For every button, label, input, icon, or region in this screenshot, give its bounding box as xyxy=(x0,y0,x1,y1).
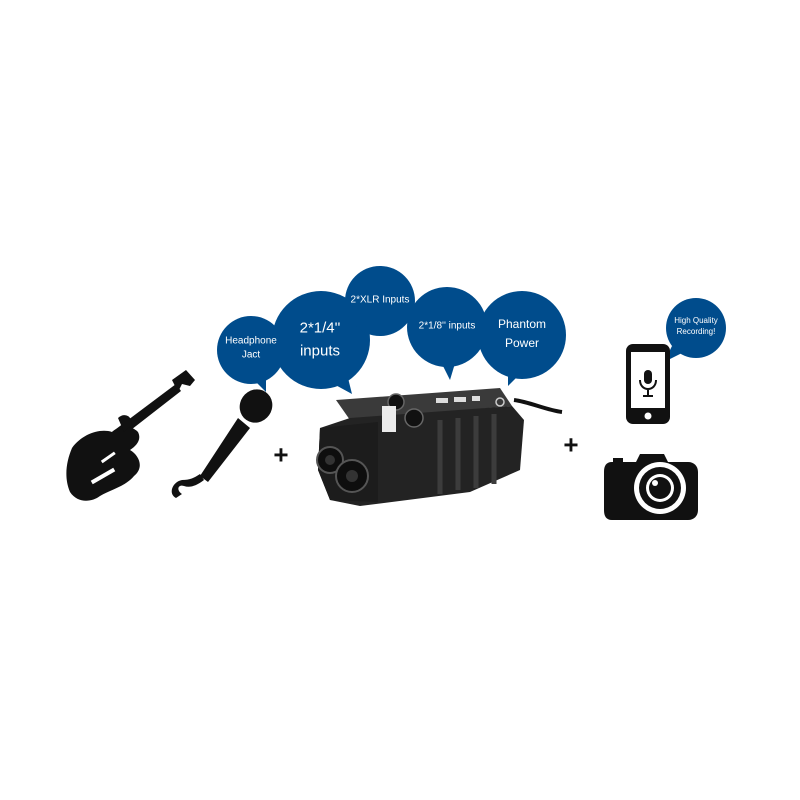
headphone-jack-label: Headphone Jact xyxy=(225,335,277,362)
phantom-line1: Phantom xyxy=(497,316,547,331)
quarter-line2: inputs xyxy=(299,342,341,359)
quarter-inputs-label: 2*1/4'' inputs xyxy=(300,318,341,363)
quality-line2: Recording! xyxy=(676,327,716,336)
eighth-inputs-label: 2*1/8'' inputs xyxy=(419,319,476,333)
plus-sign-left: + xyxy=(273,439,289,470)
headphone-line2: Jact xyxy=(241,349,261,360)
bubble-phantom-power xyxy=(478,291,566,386)
phantom-line2: Power xyxy=(504,336,539,350)
phantom-power-label: Phantom Power xyxy=(498,315,546,353)
electric-guitar-icon xyxy=(66,370,195,501)
smartphone-microphone-icon xyxy=(626,344,670,424)
quality-line1: High Quality xyxy=(674,316,718,326)
bubble-headphone xyxy=(217,316,285,392)
xlr-inputs-label: 2*XLR Inputs xyxy=(351,293,410,307)
quarter-line1: 2*1/4'' xyxy=(299,319,341,337)
plus-sign-right: + xyxy=(563,429,579,460)
xlr-line1: 2*XLR Inputs xyxy=(350,294,410,306)
guitar-details xyxy=(90,451,116,485)
eighth-line1: 2*1/8'' inputs xyxy=(418,320,476,332)
audio-adapter-device xyxy=(316,388,563,506)
microphone-icon xyxy=(171,389,273,498)
camera-icon xyxy=(604,454,698,520)
bubble-eighth-inputs xyxy=(407,287,487,380)
high-quality-label: High Quality Recording! xyxy=(674,316,718,338)
headphone-line1: Headphone xyxy=(225,335,277,347)
bubble-quarter-inputs xyxy=(272,291,370,394)
bubble-xlr-inputs xyxy=(345,266,415,336)
